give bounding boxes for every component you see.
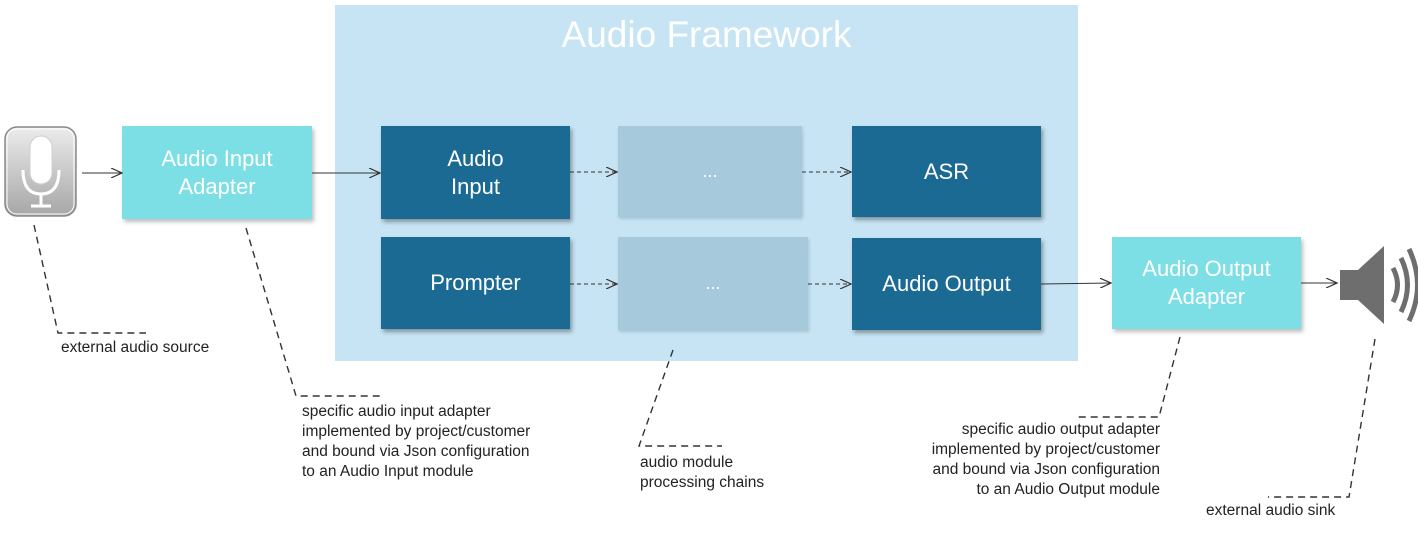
framework-title: Audio Framework: [561, 14, 852, 55]
note-processing-chains: audio module processing chains: [640, 454, 765, 491]
note-output-adapter: specific audio output adapter implemente…: [931, 421, 1160, 498]
asr-label: ASR: [923, 158, 970, 184]
prompter-label: Prompter: [430, 270, 521, 295]
audio-input-label: Audio Input: [447, 145, 504, 199]
audio-input-block: Audio Input: [381, 126, 570, 219]
chain1-placeholder-block: ...: [618, 126, 802, 217]
chain2-placeholder-label: ...: [705, 273, 721, 293]
note-input-adapter: specific audio input adapter implemented…: [302, 403, 531, 480]
chain2-placeholder-block: ...: [618, 237, 808, 330]
prompter-block: Prompter: [381, 237, 570, 329]
note-external-audio-source: external audio source: [61, 339, 210, 356]
note-external-audio-sink: external audio sink: [1206, 502, 1336, 519]
callout-external-sink: [1268, 338, 1376, 498]
callout-output-adapter: [1078, 336, 1181, 418]
audio-input-adapter-block: Audio Input Adapter: [122, 126, 312, 219]
speaker-icon: [1340, 246, 1418, 324]
audio-input-adapter-label: Audio Input Adapter: [161, 145, 273, 199]
chain1-placeholder-label: ...: [702, 161, 718, 181]
callout-external-source: [33, 224, 146, 334]
audio-output-adapter-label: Audio Output Adapter: [1142, 256, 1271, 309]
microphone-icon: [4, 126, 77, 217]
callout-input-adapter: [245, 227, 384, 397]
audio-output-label: Audio Output: [882, 271, 1011, 296]
arrow-audio-output-to-output-adapter: [1040, 283, 1111, 284]
callout-processing-chains: [638, 349, 722, 447]
audio-output-adapter-block: Audio Output Adapter: [1112, 237, 1301, 329]
asr-block: ASR: [852, 126, 1041, 217]
audio-output-block: Audio Output: [852, 238, 1041, 330]
